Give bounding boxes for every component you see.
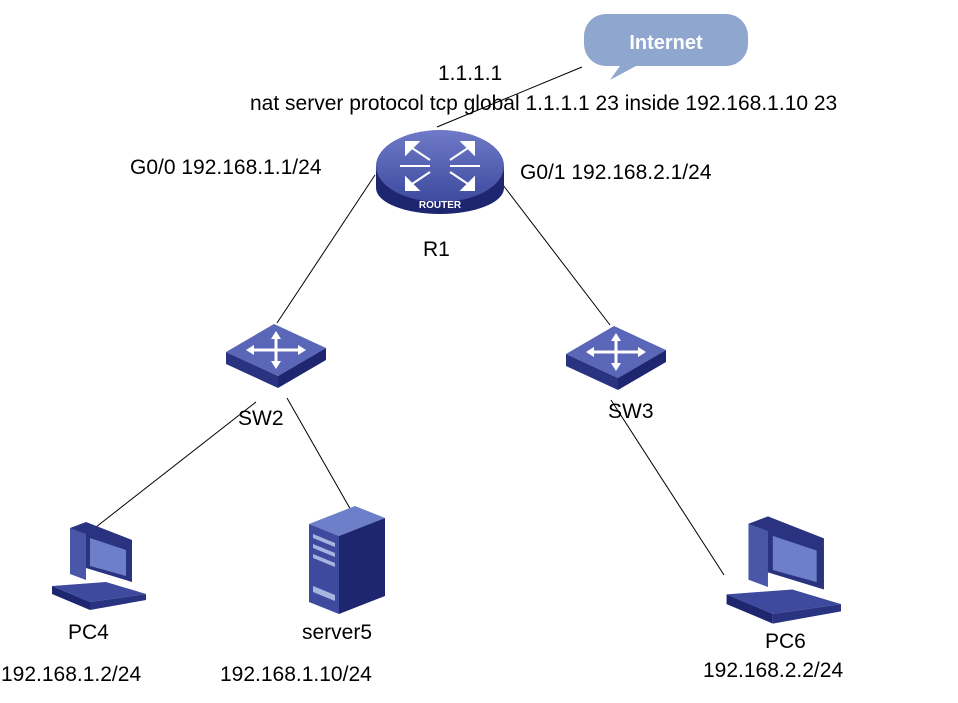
internet-label: Internet	[629, 32, 703, 54]
link-sw3-pc6	[610, 399, 725, 576]
host-name-label: PC6	[765, 630, 806, 653]
link-r1-internet	[436, 66, 583, 128]
switch-icon-sw3: SWITCH	[566, 326, 666, 392]
switch-name-label: SW2	[238, 407, 284, 430]
link-r1-sw3	[502, 184, 611, 326]
link-r1-sw2	[276, 174, 376, 324]
host-ip-label: 192.168.2.2/24	[703, 659, 844, 682]
switch-icon-sw2: SWITCH	[226, 324, 326, 390]
link-sw2-server5	[286, 397, 353, 513]
router-badge: ROUTER	[419, 200, 462, 211]
router-interface-g00-label: G0/0 192.168.1.1/24	[130, 156, 322, 179]
host-ip-label: 192.168.1.10/24	[220, 663, 372, 686]
host-name-label: PC4	[68, 621, 109, 644]
pc-icon	[726, 516, 841, 624]
internet-cloud-icon: Internet	[584, 14, 748, 80]
host-name-label: server5	[302, 621, 373, 644]
router-interface-g01-label: G0/1 192.168.2.1/24	[520, 161, 712, 184]
pc-icon	[52, 522, 146, 610]
link-sw2-pc4	[95, 401, 257, 528]
router-icon: ROUTER	[376, 130, 504, 214]
host-ip-label: 192.168.1.2/24	[1, 663, 142, 686]
nat-server-command-label: nat server protocol tcp global 1.1.1.1 2…	[250, 92, 838, 115]
server-icon	[309, 506, 385, 614]
router-public-ip-label: 1.1.1.1	[438, 62, 503, 85]
switch-name-label: SW3	[608, 400, 654, 423]
router-name-label: R1	[423, 238, 450, 261]
